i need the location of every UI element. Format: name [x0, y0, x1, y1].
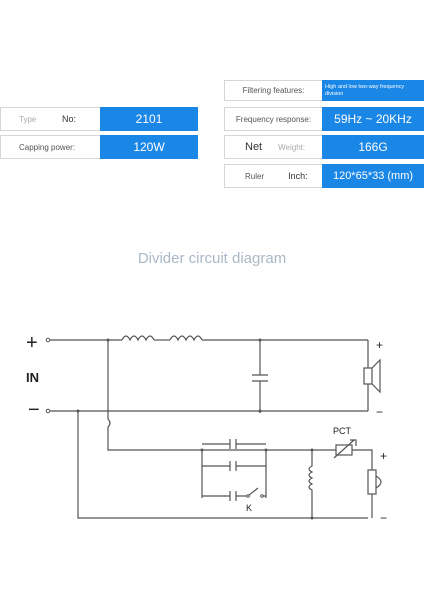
spec-net-value: 166G [322, 135, 424, 159]
spec-net-main: Net [245, 141, 263, 153]
switch-contact-a [246, 494, 250, 498]
inductor-3 [308, 450, 314, 518]
capacitor-2 [202, 461, 266, 471]
tweeter-plus-sign: + [380, 449, 387, 463]
wire-pct [312, 449, 373, 470]
wire-cap-bus [201, 450, 267, 498]
inductor-2 [169, 335, 203, 342]
spec-type: Type No: 2101 [0, 107, 198, 131]
switch-label: K [246, 503, 252, 513]
crossover-circuit: + IN − + − K PCT + − [26, 332, 387, 525]
spec-net: Net Weight: 166G [224, 135, 424, 159]
switch-contact-b [260, 494, 264, 498]
woofer-minus-sign: − [376, 405, 383, 419]
spec-type-value: 2101 [100, 107, 198, 131]
pct-arrow-icon [333, 439, 357, 459]
input-minus-sign: − [28, 399, 40, 421]
input-minus-terminal [45, 408, 51, 414]
spec-frequency: Frequency response: 59Hz ~ 20KHz [224, 107, 424, 131]
spec-power-value: 120W [100, 135, 198, 159]
spec-filtering-label: Filtering features: [224, 80, 322, 101]
pct-label: PCT [333, 426, 352, 436]
spec-power-label: Capping power: [0, 135, 100, 159]
tweeter-minus-sign: − [380, 511, 387, 525]
spec-filtering: Filtering features: High and low two-way… [224, 80, 424, 101]
diagram-title: Divider circuit diagram [137, 250, 287, 267]
wire-bottom-tweeter [77, 411, 368, 519]
junction-cap-right [264, 448, 268, 452]
pct-resistor-icon [335, 444, 353, 456]
spec-ruler-label: Ruler Inch: [224, 164, 322, 188]
capacitor-shunt [252, 340, 268, 413]
junction-bottom-cap [258, 409, 262, 413]
woofer-icon [363, 367, 373, 385]
spec-type-no: No: [61, 114, 76, 124]
inductor-1 [121, 335, 155, 342]
wire-tweeter-feed [107, 340, 312, 451]
spec-power: Capping power: 120W [0, 135, 198, 159]
spec-ruler-inch: Inch: [288, 171, 308, 181]
input-label: IN [26, 370, 39, 385]
spec-ruler-key: Ruler [245, 171, 265, 181]
spec-frequency-value: 59Hz ~ 20KHz [322, 107, 424, 131]
woofer-plus-sign: + [376, 338, 383, 352]
spec-frequency-label: Frequency response: [224, 107, 322, 131]
woofer-cone-icon [371, 358, 381, 394]
spec-filtering-value: High and low two-way frequency division [322, 80, 424, 101]
spec-net-label: Net Weight: [224, 135, 322, 159]
capacitor-1 [202, 439, 266, 449]
spec-type-key: Type [19, 114, 37, 124]
junction-cap-left [200, 448, 204, 452]
spec-type-label: Type No: [0, 107, 100, 131]
capacitor-switch-branch [202, 487, 266, 501]
input-plus-sign: + [26, 332, 38, 354]
input-plus-terminal [45, 337, 51, 343]
spec-ruler: Ruler Inch: 120*65*33 (mm) [224, 164, 424, 188]
tweeter-dome-icon [375, 475, 382, 489]
spec-net-key: Weight: [278, 142, 306, 152]
junction-tweeter-bottom [310, 516, 314, 520]
tweeter-icon [367, 469, 377, 495]
spec-ruler-value: 120*65*33 (mm) [322, 164, 424, 188]
